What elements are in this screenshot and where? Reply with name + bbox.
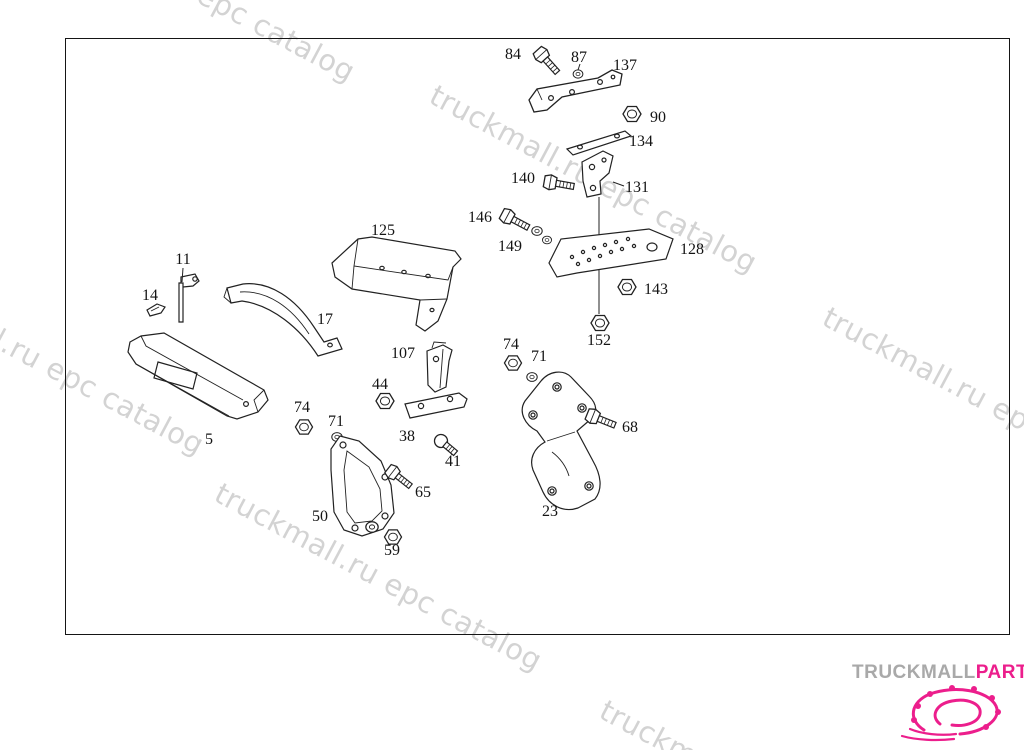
part-41-bolt <box>433 433 459 457</box>
part-11-pin <box>178 273 200 323</box>
part-label-38: 38 <box>399 428 415 445</box>
part-label-152: 152 <box>587 332 611 349</box>
part-label-17: 17 <box>317 311 333 328</box>
part-label-14: 14 <box>142 287 158 304</box>
part-125-crossmember <box>331 236 462 332</box>
part-label-23: 23 <box>542 503 558 520</box>
part-17-arm <box>223 283 343 357</box>
part-label-107: 107 <box>391 345 415 362</box>
brand-name-gray: TRUCKMALL <box>852 662 976 683</box>
part-label-50: 50 <box>312 508 328 525</box>
part-label-137: 137 <box>613 57 637 74</box>
part-label-134: 134 <box>629 133 653 150</box>
part-134-strip <box>565 130 633 156</box>
part-label-146: 146 <box>468 209 492 226</box>
brand-logo: TRUCKMALLPARTS <box>852 662 1024 750</box>
part-137-bracket <box>528 69 623 113</box>
part-label-143: 143 <box>644 281 668 298</box>
part-label-59: 59 <box>384 542 400 559</box>
part-107-bracket <box>426 341 453 393</box>
part-label-44: 44 <box>372 376 388 393</box>
part-23-bracket <box>521 371 601 511</box>
brand-wheel-icon <box>900 685 1001 742</box>
brand-name-accent: PARTS <box>975 662 1024 683</box>
part-label-74: 74 <box>503 336 519 353</box>
part-label-90: 90 <box>650 109 666 126</box>
part-label-87: 87 <box>571 49 587 66</box>
part-label-71: 71 <box>328 413 344 430</box>
part-128-plate <box>548 228 674 278</box>
part-label-149: 149 <box>498 238 522 255</box>
part-14-clip <box>146 303 166 317</box>
part-label-71: 71 <box>531 348 547 365</box>
part-50-bracket <box>330 435 395 537</box>
part-label-41: 41 <box>445 453 461 470</box>
part-label-5: 5 <box>205 431 213 448</box>
part-label-68: 68 <box>622 419 638 436</box>
part-131-bracket <box>581 150 614 198</box>
brand-logo-text: TRUCKMALLPARTS <box>852 662 1024 684</box>
part-label-74: 74 <box>294 399 310 416</box>
part-5-beam <box>127 332 269 420</box>
diagram-frame <box>65 38 1010 635</box>
part-label-125: 125 <box>371 222 395 239</box>
part-label-65: 65 <box>415 484 431 501</box>
part-label-140: 140 <box>511 170 535 187</box>
part-label-84: 84 <box>505 46 521 63</box>
part-label-131: 131 <box>625 179 649 196</box>
part-label-11: 11 <box>175 251 191 268</box>
part-label-128: 128 <box>680 241 704 258</box>
part-38-plate <box>404 392 468 419</box>
